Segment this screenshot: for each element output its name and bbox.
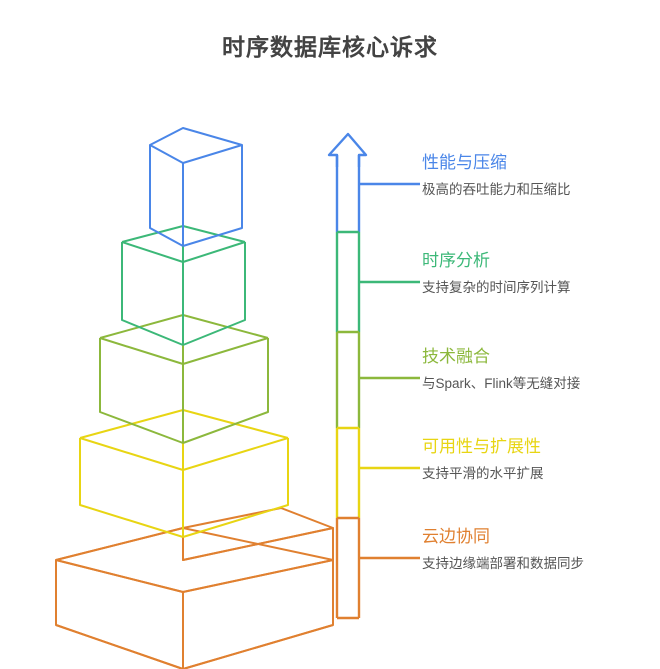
arrow-head-icon (327, 132, 368, 167)
legend-item-level-1[interactable]: 性能与压缩 极高的吞吐能力和压缩比 (422, 152, 622, 199)
legend-item-level-3[interactable]: 技术融合 与Spark、Flink等无缝对接 (422, 346, 622, 393)
page-title: 时序数据库核心诉求 (222, 34, 438, 60)
legend-item-level-4[interactable]: 可用性与扩展性 支持平滑的水平扩展 (422, 436, 622, 483)
arrow-shaft-segment-level-1 (335, 155, 361, 232)
legend-item-description: 与Spark、Flink等无缝对接 (422, 376, 581, 391)
legend-item-title: 可用性与扩展性 (422, 437, 541, 456)
legend-item-title: 技术融合 (422, 347, 490, 366)
legend-item-level-2[interactable]: 时序分析 支持复杂的时间序列计算 (422, 250, 622, 297)
arrow-shaft-segment-level-4 (335, 426, 361, 518)
legend-item-level-5[interactable]: 云边协同 支持边缘端部署和数据同步 (422, 526, 622, 573)
arrow-shaft-segment-level-5 (335, 516, 361, 620)
pyramid-block-level-5 (55, 507, 334, 669)
legend-item-title: 性能与压缩 (422, 153, 507, 172)
legend-item-description: 支持平滑的水平扩展 (422, 466, 544, 481)
pyramid-block-level-1 (149, 127, 243, 247)
legend-item-description: 支持边缘端部署和数据同步 (422, 556, 584, 571)
arrow-shaft-segment-level-2 (335, 230, 361, 332)
legend-item-title: 时序分析 (422, 251, 490, 270)
legend-item-title: 云边协同 (422, 527, 490, 546)
legend-item-description: 支持复杂的时间序列计算 (422, 280, 571, 295)
legend-list: 性能与压缩 极高的吞吐能力和压缩比 时序分析 支持复杂的时间序列计算 技术融合 … (422, 0, 657, 669)
arrow-shaft-segment-level-3 (335, 330, 361, 428)
legend-item-description: 极高的吞吐能力和压缩比 (422, 182, 571, 197)
